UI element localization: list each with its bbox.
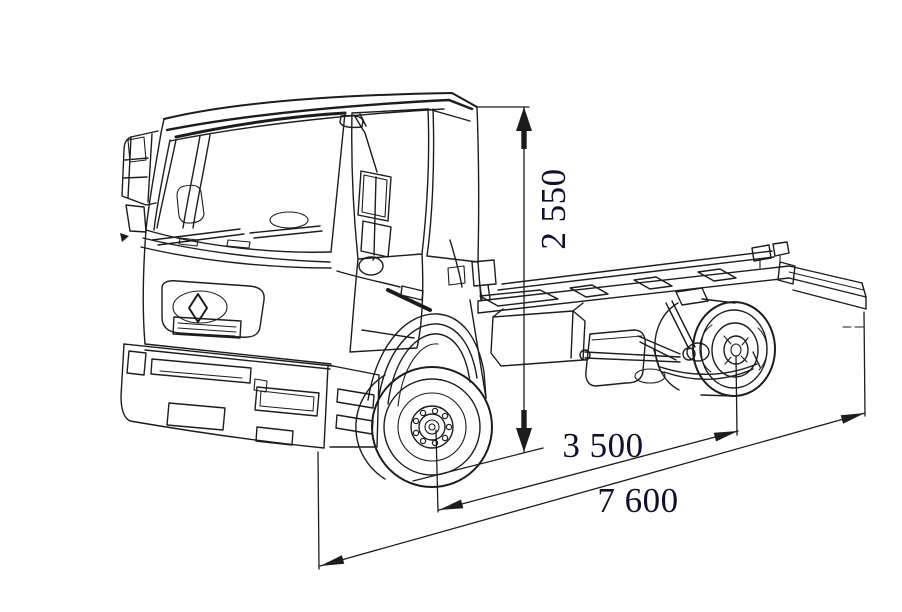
height-dimension-label: 2 550 xyxy=(534,168,573,249)
front-axle-extension-line xyxy=(435,429,439,513)
driveshaft xyxy=(584,351,681,363)
arrow-down xyxy=(516,428,532,452)
arrow-right xyxy=(713,431,738,442)
arrow-left xyxy=(320,555,345,566)
interior-detail xyxy=(269,211,309,229)
wheel-bolts xyxy=(412,407,453,447)
cab-rear-edge xyxy=(476,106,480,263)
cab-roof xyxy=(163,92,478,120)
front-bumper xyxy=(120,343,334,449)
wiper xyxy=(249,225,323,239)
main-mirror xyxy=(357,170,392,222)
rear-frame-overhang xyxy=(777,261,867,310)
ground-reference-line xyxy=(412,447,544,482)
seat-through-glass xyxy=(176,184,205,224)
overall-length-dimension-line xyxy=(319,412,866,567)
overall-length-dimension: 7 600 xyxy=(317,311,866,570)
arrow-left xyxy=(439,499,464,510)
side-vent xyxy=(447,265,466,286)
chassis-drawing xyxy=(471,241,867,387)
wheelbase-dimension-line xyxy=(438,430,739,511)
rear-tire xyxy=(692,301,776,397)
front-fender xyxy=(367,261,487,407)
front-extension-line xyxy=(317,451,320,570)
wheelbase-dimension: 3 500 xyxy=(435,355,739,513)
cab-door xyxy=(349,253,424,353)
rear-extension-line xyxy=(863,311,866,417)
indicator-lamp xyxy=(126,350,147,376)
rear-wheel-drawing xyxy=(654,298,776,397)
side-stripe xyxy=(386,288,432,312)
front-tire xyxy=(371,366,493,488)
wheelbase-dimension-label: 3 500 xyxy=(562,426,643,465)
arrow-right xyxy=(840,413,865,424)
overall-length-dimension-label: 7 600 xyxy=(597,481,678,520)
front-rim xyxy=(410,405,454,449)
frame-rail xyxy=(477,265,790,314)
license-plate xyxy=(166,402,226,431)
grille xyxy=(161,280,265,339)
rear-rim xyxy=(711,322,759,378)
renault-diamond-logo xyxy=(188,293,208,323)
wide-angle-mirror xyxy=(360,220,392,258)
far-side-mirror xyxy=(121,130,159,233)
door-handle xyxy=(400,285,424,301)
taillight-bracket xyxy=(751,241,790,262)
wiper xyxy=(151,228,245,246)
headlight xyxy=(254,386,320,417)
grille-vent xyxy=(172,316,242,339)
cab-drawing xyxy=(120,92,487,449)
front-wheel-drawing xyxy=(355,366,493,488)
windshield xyxy=(174,111,347,139)
arrow-up xyxy=(516,107,532,131)
kerb-mirror xyxy=(358,256,384,276)
height-dimension: 2 550 xyxy=(412,106,573,482)
rear-axle-extension-line xyxy=(735,355,738,436)
door-mirrors xyxy=(353,113,392,276)
bumper-vent xyxy=(150,358,252,384)
